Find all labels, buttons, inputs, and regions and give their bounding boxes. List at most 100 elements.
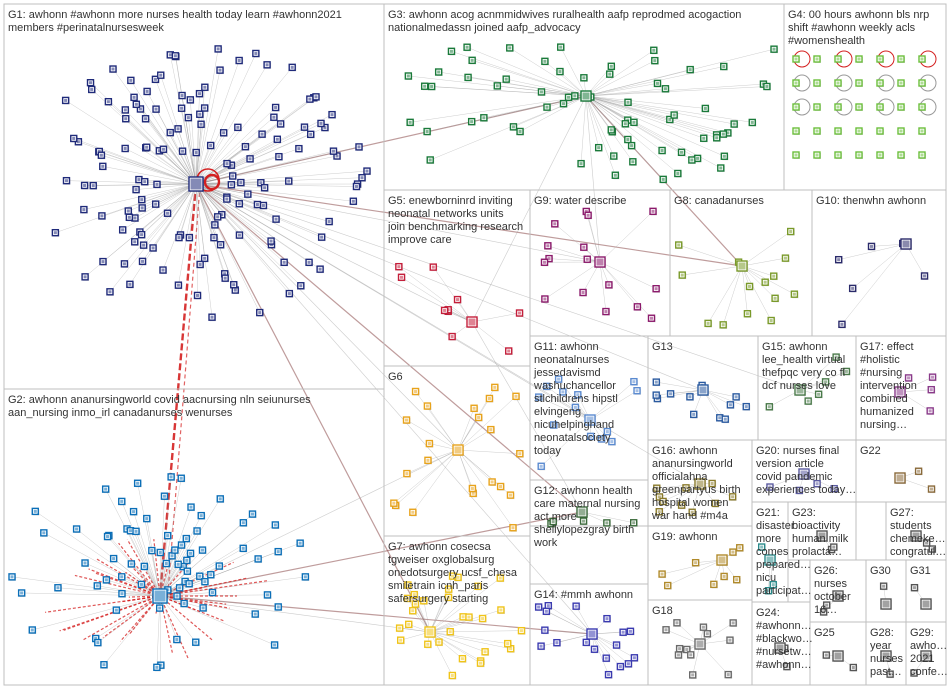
node-g1[interactable]: [272, 215, 281, 224]
node-g1[interactable]: [321, 123, 329, 132]
node-g2[interactable]: [174, 560, 183, 569]
node-g13[interactable]: [652, 391, 661, 400]
node-g4[interactable]: [792, 103, 800, 111]
node-g3[interactable]: [434, 68, 443, 77]
node-g1[interactable]: [201, 83, 209, 92]
node-g12[interactable]: [576, 506, 588, 518]
node-g30[interactable]: [879, 582, 888, 591]
node-g7[interactable]: [396, 636, 405, 645]
node-g8[interactable]: [675, 241, 683, 250]
node-g2[interactable]: [193, 527, 202, 535]
node-g14[interactable]: [542, 607, 551, 616]
node-g1[interactable]: [139, 241, 148, 250]
node-g2[interactable]: [201, 578, 209, 586]
node-g18[interactable]: [703, 630, 712, 638]
node-g14[interactable]: [534, 603, 543, 612]
node-g1[interactable]: [355, 143, 363, 151]
node-g8[interactable]: [761, 278, 770, 287]
node-g2[interactable]: [118, 573, 126, 581]
node-g7[interactable]: [481, 648, 490, 656]
node-g3[interactable]: [653, 79, 662, 88]
node-g1[interactable]: [171, 52, 180, 60]
node-g20[interactable]: [798, 468, 810, 480]
node-g2[interactable]: [129, 507, 138, 516]
node-g15[interactable]: [804, 397, 813, 406]
node-g14[interactable]: [604, 670, 613, 679]
node-g2[interactable]: [109, 554, 118, 563]
node-g5[interactable]: [395, 262, 403, 271]
node-g4[interactable]: [813, 151, 821, 159]
node-g1[interactable]: [273, 135, 282, 144]
node-g18[interactable]: [675, 644, 684, 653]
node-g9[interactable]: [583, 255, 592, 264]
node-g1[interactable]: [132, 185, 141, 194]
node-g1[interactable]: [363, 167, 371, 176]
node-g4[interactable]: [918, 103, 926, 111]
node-g1[interactable]: [131, 238, 139, 246]
node-g7[interactable]: [403, 594, 412, 603]
node-g3[interactable]: [559, 99, 568, 108]
node-g1[interactable]: [177, 104, 186, 113]
node-g13[interactable]: [697, 384, 709, 396]
node-g3[interactable]: [670, 111, 679, 120]
node-g1[interactable]: [127, 76, 135, 85]
node-g6[interactable]: [409, 508, 417, 517]
node-g3[interactable]: [677, 148, 686, 157]
node-g3[interactable]: [748, 118, 757, 127]
node-g3[interactable]: [467, 117, 476, 126]
node-g4[interactable]: [813, 79, 821, 87]
node-g2[interactable]: [254, 555, 263, 563]
node-g6[interactable]: [424, 456, 432, 465]
node-g13[interactable]: [726, 401, 735, 409]
node-g3[interactable]: [577, 159, 586, 168]
node-g14[interactable]: [616, 662, 625, 671]
node-g21[interactable]: [769, 580, 778, 589]
node-g5[interactable]: [397, 273, 406, 282]
node-g3[interactable]: [607, 126, 616, 134]
node-g17[interactable]: [904, 374, 913, 382]
node-g1[interactable]: [98, 212, 106, 220]
node-g2[interactable]: [160, 492, 169, 501]
node-g3[interactable]: [556, 67, 564, 76]
node-g7[interactable]: [409, 607, 417, 615]
node-g2[interactable]: [171, 546, 179, 555]
node-g1[interactable]: [153, 180, 161, 189]
node-g3[interactable]: [770, 45, 779, 54]
node-g11[interactable]: [571, 403, 580, 412]
node-g1[interactable]: [312, 93, 320, 101]
node-g12[interactable]: [579, 517, 588, 526]
node-g3[interactable]: [420, 82, 429, 91]
node-g5[interactable]: [515, 309, 524, 318]
node-g2[interactable]: [72, 525, 81, 533]
node-g6[interactable]: [474, 413, 483, 422]
node-g10[interactable]: [834, 255, 843, 264]
node-g7[interactable]: [435, 638, 443, 647]
node-g24[interactable]: [783, 662, 791, 671]
node-g13[interactable]: [686, 393, 694, 401]
node-g8[interactable]: [770, 272, 778, 281]
node-g4[interactable]: [876, 151, 884, 159]
node-g4[interactable]: [834, 151, 842, 159]
node-g11[interactable]: [559, 388, 567, 396]
node-g11[interactable]: [550, 421, 558, 429]
node-g1[interactable]: [178, 91, 187, 100]
node-g1[interactable]: [138, 204, 147, 212]
node-g19[interactable]: [733, 575, 741, 584]
node-g19[interactable]: [658, 570, 667, 579]
node-g4[interactable]: [855, 103, 863, 111]
node-g21[interactable]: [757, 543, 766, 552]
node-g3[interactable]: [763, 82, 771, 91]
node-g2[interactable]: [197, 511, 206, 520]
node-g7[interactable]: [503, 639, 512, 648]
node-g1[interactable]: [297, 282, 305, 290]
node-g1[interactable]: [253, 200, 262, 209]
node-g3[interactable]: [627, 141, 636, 150]
node-g1[interactable]: [352, 182, 361, 191]
node-g3[interactable]: [543, 103, 551, 112]
node-g11[interactable]: [608, 437, 616, 446]
node-g1[interactable]: [244, 190, 252, 199]
node-g3[interactable]: [464, 73, 473, 82]
node-g13[interactable]: [690, 410, 698, 419]
node-g14[interactable]: [603, 614, 611, 623]
node-g2[interactable]: [198, 546, 207, 555]
